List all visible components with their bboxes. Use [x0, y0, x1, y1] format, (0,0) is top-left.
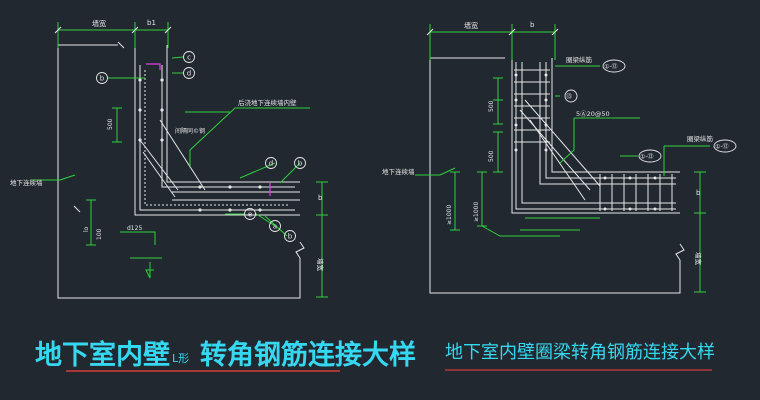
right-dim-b-side: b [696, 189, 701, 197]
left-inner-wall [134, 45, 300, 216]
callout-letter: e [248, 211, 252, 219]
right-dim-500-b: 500 [488, 150, 495, 162]
right-outer-wall [429, 58, 681, 294]
callout-b3-icon [284, 230, 296, 242]
callout-e-icon [244, 208, 256, 220]
right-dim-wall-label: 墙宽 [694, 252, 703, 266]
right-detail [415, 24, 710, 294]
callout-letter: b [288, 233, 293, 241]
left-dim-wall-thickness: 墙宽 [92, 19, 106, 28]
callout-a-icon [269, 220, 281, 232]
right-title: 地下室内壁圈梁转角钢筋连接大样 [445, 342, 715, 363]
right-callouts [564, 59, 737, 163]
left-labels: 墙宽 b1 后浇地下连续墙内壁 间隔同©钢 地下连续墙 500 lo 100 d… [10, 19, 325, 272]
right-dim-500-a: 500 [488, 100, 495, 112]
callout-13: ⑬ [566, 93, 572, 101]
callout-1-12-side-icon [713, 139, 737, 153]
left-title-main: 地下室内壁 [35, 339, 170, 371]
callout-d2-icon [265, 157, 277, 169]
left-dim-wall-label: 墙宽 [316, 258, 325, 272]
left-callouts [96, 51, 306, 242]
right-note-stirrup: 5Ⓐ20@50 [576, 110, 610, 118]
callout-letter: c [187, 54, 191, 62]
right-inner-wall [511, 58, 680, 214]
left-dim-b: b [318, 194, 323, 202]
left-title-rest: 转角钢筋连接大样 [200, 339, 416, 371]
callout-letter: b [100, 75, 105, 83]
callout-1-12-top-icon [602, 59, 626, 73]
right-labels: 墙宽 b 圈梁纵筋 ①-⑫ ⑬ 5Ⓐ20@50 ①-⑬ 圈梁纵筋 ①-⑫ 地下连… [382, 21, 729, 266]
left-callout-letters: c d b d b e a b [100, 54, 303, 241]
left-dim-b1: b1 [147, 19, 156, 27]
left-dim-d125: d125 [127, 225, 142, 232]
callout-b2-icon [294, 157, 306, 169]
callout-d-icon [183, 67, 195, 79]
callout-b-icon [96, 72, 108, 84]
right-dim-1000-b: ≥1000 [473, 202, 480, 222]
left-title-small: L形 [172, 352, 189, 365]
right-dim-wall-thickness: 墙宽 [464, 21, 478, 30]
left-dim-500: 500 [107, 118, 114, 130]
left-note-rebar-count: 间隔同©钢 [175, 127, 205, 135]
left-note-wall: 地下连续墙 [10, 178, 43, 187]
callout-letter: d [187, 70, 191, 78]
right-dim-1000-a: ≥1000 [446, 205, 453, 225]
right-dim-b: b [530, 21, 535, 29]
left-note-beam-edge: 后浇地下连续墙内壁 [238, 98, 297, 107]
callout-c-icon [183, 51, 195, 63]
callout-1-13: ①-⑬ [640, 153, 654, 161]
callout-1-12-side: ①-⑫ [715, 143, 729, 151]
titles: 地下室内壁 L形 转角钢筋连接大样 地下室内壁圈梁转角钢筋连接大样 [35, 339, 715, 372]
left-dim-100: 100 [96, 228, 103, 240]
callout-13-icon [564, 89, 578, 103]
left-detail [30, 22, 328, 299]
right-note-wall: 地下连续墙 [382, 167, 415, 176]
callout-1-13-icon [638, 149, 662, 163]
left-outer-wall [57, 45, 301, 299]
right-note-side-bars: 圈梁纵筋 [687, 134, 714, 143]
right-note-top-bars: 圈梁纵筋 [566, 55, 593, 64]
callout-letter: b [298, 160, 303, 168]
callout-1-12-top: ①-⑫ [604, 63, 618, 71]
callout-letter: a [273, 223, 277, 231]
left-dim-lo: lo [83, 226, 90, 232]
callout-letter: d [269, 160, 273, 168]
